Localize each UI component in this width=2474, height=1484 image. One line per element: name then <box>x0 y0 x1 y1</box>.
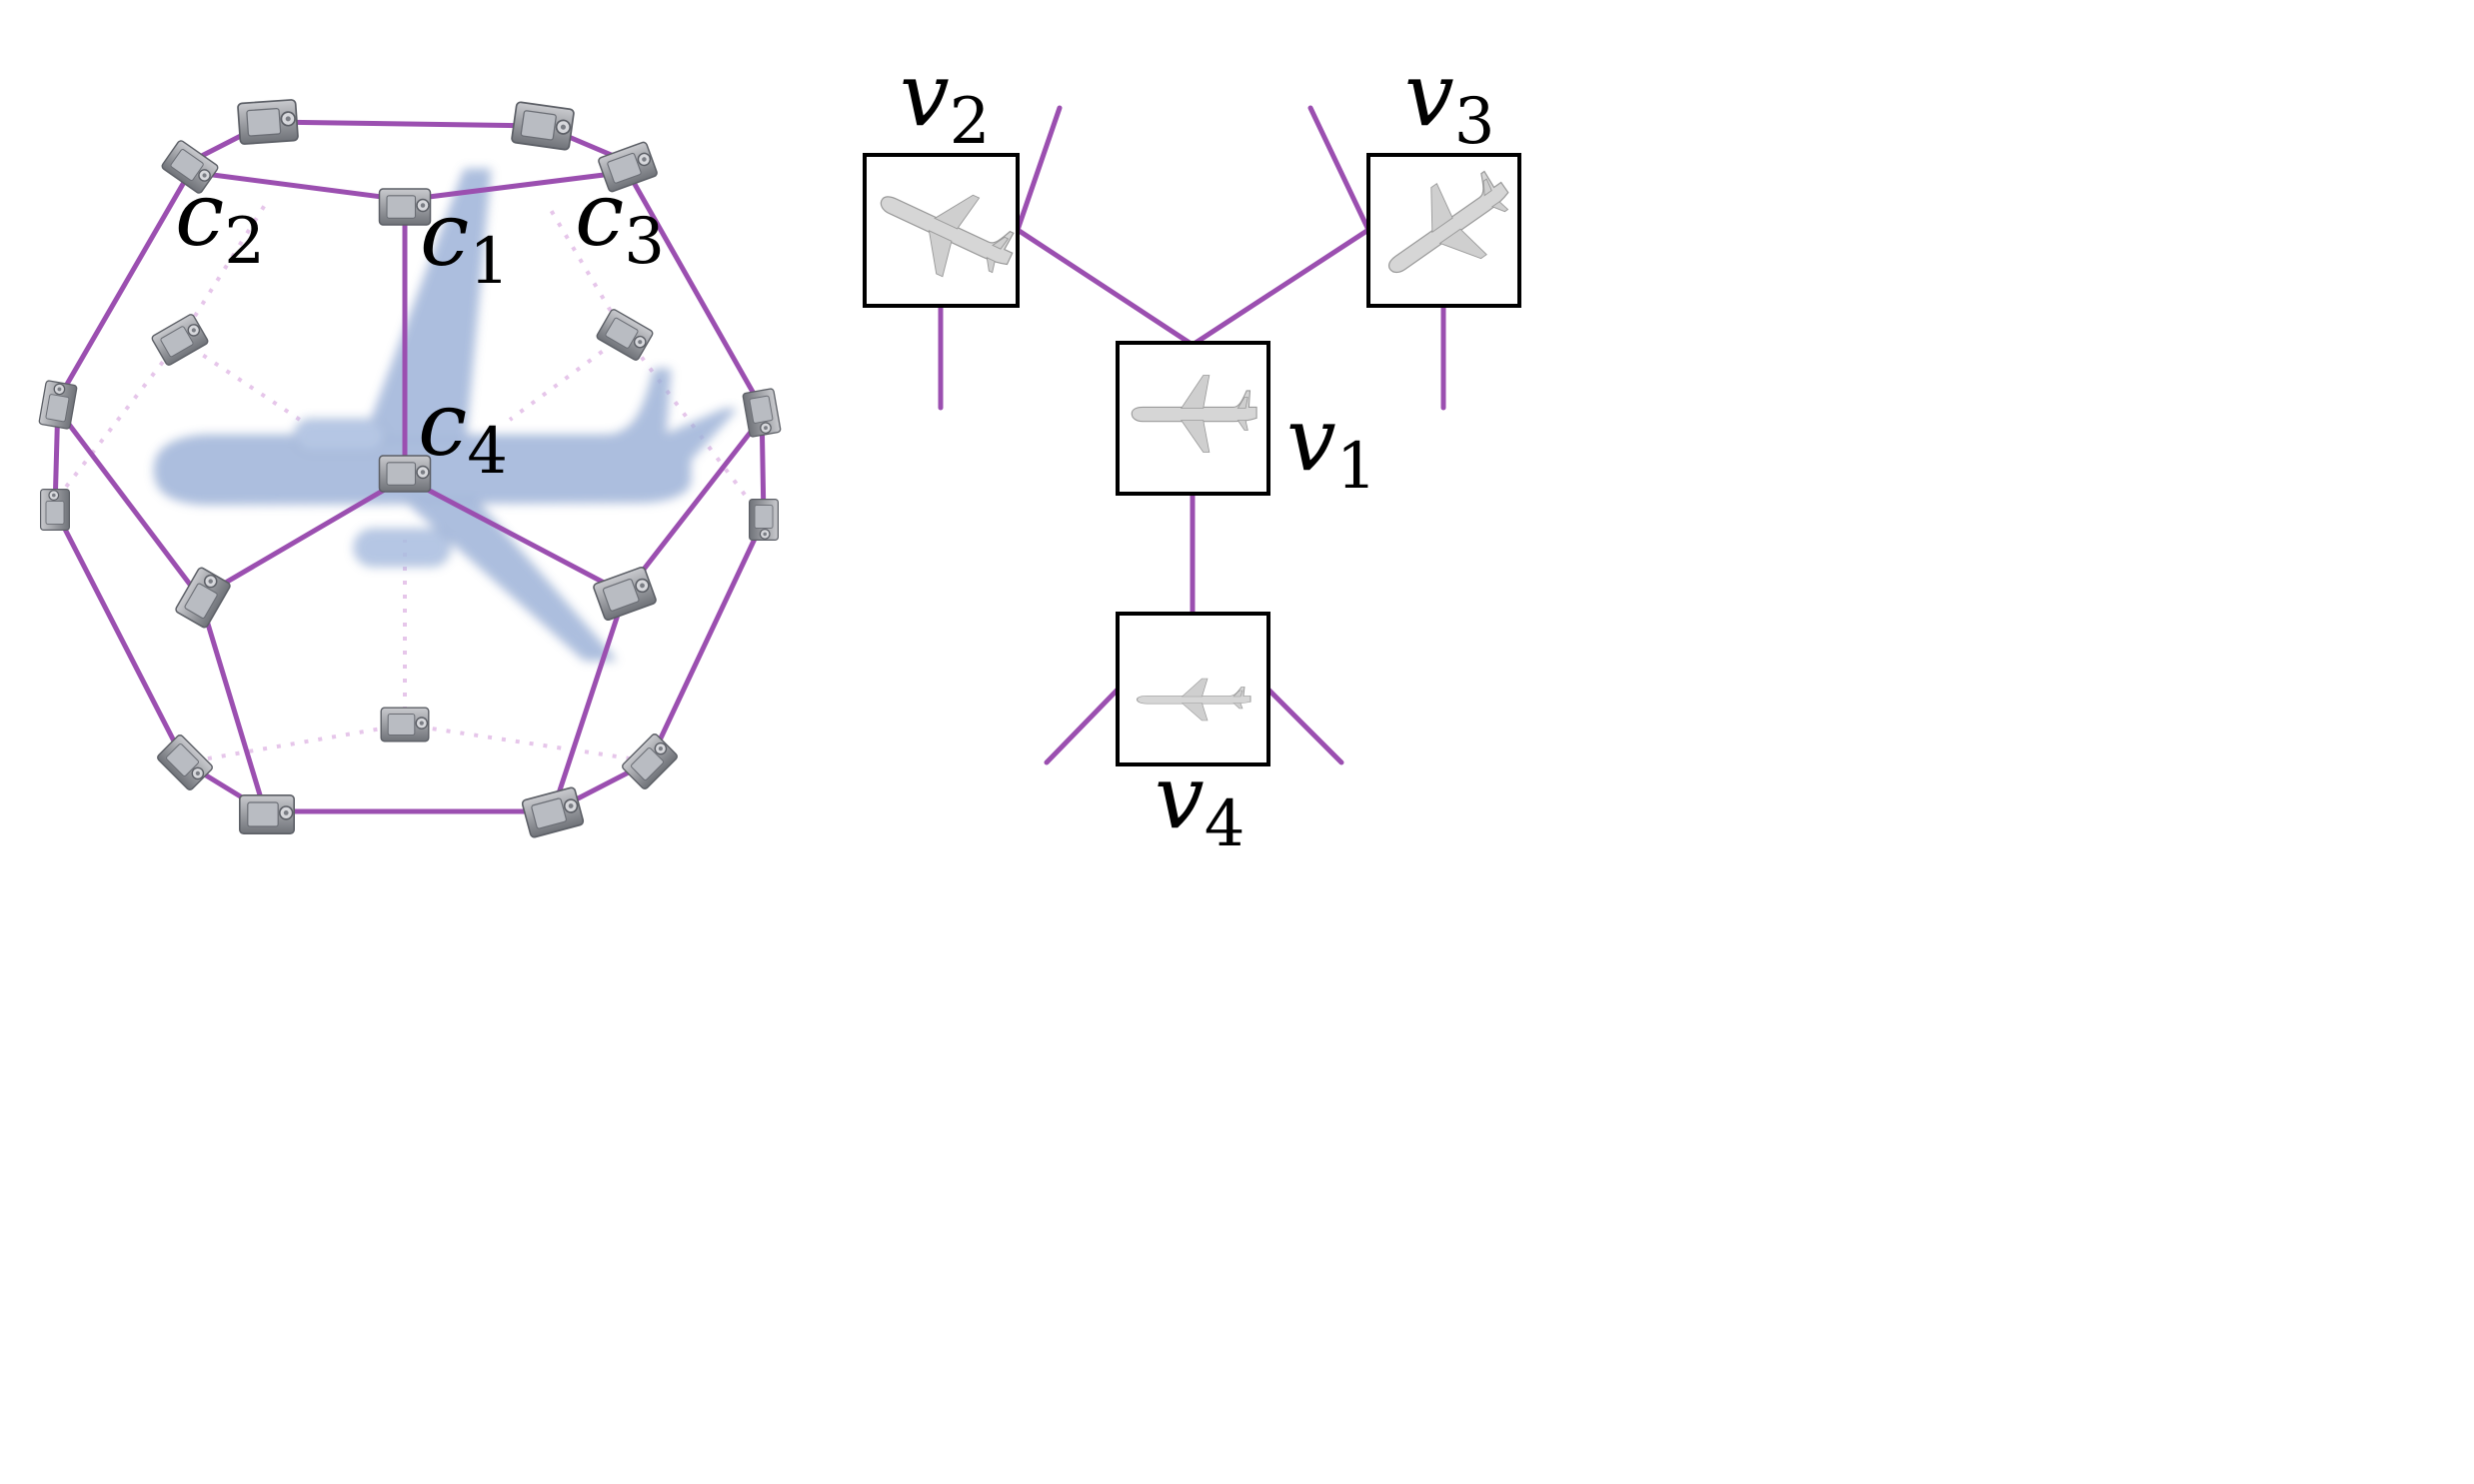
graph-edge <box>265 119 546 129</box>
view-edge <box>1044 687 1121 765</box>
graph-edge <box>647 517 767 764</box>
graph-edge <box>550 591 628 814</box>
hidden-edge <box>508 333 627 422</box>
camera-icon <box>520 785 586 839</box>
camera-icon <box>748 499 780 542</box>
camera-icon <box>155 733 215 792</box>
view-edge <box>1190 227 1371 348</box>
view-edge <box>1015 105 1063 233</box>
camera-graph: c2 c1 c3 c4 <box>38 98 782 839</box>
camera-icon <box>380 707 430 742</box>
label-v3: v3 <box>1404 43 1494 159</box>
label-c1: c1 <box>420 183 510 299</box>
hidden-edge <box>178 338 302 422</box>
label-v4: v4 <box>1155 745 1244 861</box>
camera-icon <box>510 100 576 152</box>
camera-labels: c2 c1 c3 c4 <box>175 163 665 489</box>
camera-icon <box>38 379 78 431</box>
graph-edge <box>55 407 203 601</box>
graph-edge <box>402 475 628 597</box>
graph-edge <box>402 169 631 203</box>
hidden-edge <box>184 723 406 764</box>
graph-edge <box>197 475 408 601</box>
camera-icon <box>620 732 680 791</box>
view-edge <box>1307 105 1371 233</box>
label-v2: v2 <box>900 43 990 159</box>
label-v1: v1 <box>1286 388 1376 504</box>
label-c2: c2 <box>175 163 265 279</box>
graph-edge <box>197 595 268 814</box>
hidden-edge <box>58 338 182 497</box>
graph-edge <box>55 169 193 403</box>
view-node-v1 <box>1116 341 1270 496</box>
label-c4: c4 <box>418 373 508 489</box>
view-edges <box>938 105 1446 765</box>
label-c3: c3 <box>575 163 665 279</box>
graph-edge <box>622 415 765 597</box>
view-edge <box>1015 227 1196 348</box>
graph-edge <box>187 169 408 203</box>
view-edge <box>1265 687 1344 765</box>
view-labels: v2 v3 v1 v4 <box>900 43 1494 861</box>
hidden-edge <box>404 723 651 763</box>
view-node-v3 <box>1364 152 1531 308</box>
view-graph: v2 v3 v1 v4 <box>863 43 1531 861</box>
graph-edge <box>625 169 765 411</box>
camera-icon <box>239 793 296 835</box>
camera-icon <box>595 307 655 363</box>
camera-icon <box>150 312 210 368</box>
camera-icon <box>236 98 300 146</box>
view-node-v2 <box>863 153 1029 308</box>
view-node-v4 <box>1116 612 1270 766</box>
camera-icon <box>742 387 782 439</box>
camera-icon <box>39 489 71 532</box>
camera-icon <box>592 565 658 623</box>
graph-edge <box>52 507 188 765</box>
